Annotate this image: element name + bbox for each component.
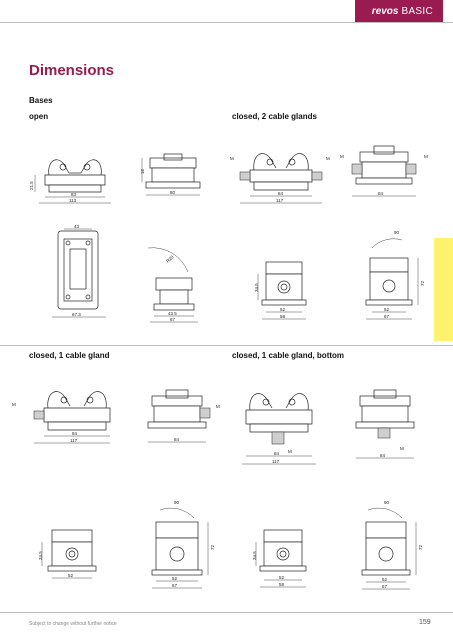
drawing-closed2-end: 34.5 52 58 (254, 261, 307, 320)
page-number: 159 (419, 619, 431, 626)
dim-52-b: 52 (279, 575, 285, 580)
dim-67-r: 67 (384, 314, 390, 319)
brand-series: BASIC (401, 5, 433, 17)
drawing-closed1-front: M 84 (147, 389, 220, 443)
dim-57-c1: 52 (172, 576, 178, 581)
dim-21-5: 21.5 (29, 181, 34, 190)
drawing-open-radius: R20 43.5 67 (147, 247, 198, 323)
drawing-closed2-radius: 90 72 52 67 (365, 230, 425, 320)
drawing-closed1-side: M 84 117 (12, 391, 111, 444)
dim-m-front-r: M (424, 154, 428, 159)
dim-84-bottom: 84 (274, 451, 280, 456)
dim-m-left: M (230, 156, 234, 161)
dim-72-b: 72 (418, 544, 423, 550)
label-closed-1-gland-bottom: closed, 1 cable gland, bottom (232, 351, 345, 360)
dim-r20: R20 (165, 254, 175, 263)
dim-58-b: 58 (279, 582, 285, 587)
dim-52: 52 (280, 307, 286, 312)
dim-m-right: M (326, 156, 330, 161)
dim-84-c1f: 84 (174, 437, 180, 442)
dim-52-br: 52 (382, 577, 388, 582)
dim-34-5: 34.5 (254, 283, 259, 292)
dim-117-bottom: 117 (272, 459, 280, 464)
page-title: Dimensions (29, 62, 115, 79)
dim-67-br: 67 (382, 584, 388, 589)
dim-90: 90 (394, 230, 400, 235)
drawing-closed2-side: M M 84 117 (230, 153, 330, 204)
dim-m-bottom: M (288, 449, 292, 454)
label-closed-1-gland: closed, 1 cable gland (29, 351, 110, 360)
dim-84-bottom-f: 84 (380, 453, 386, 458)
label-open: open (29, 112, 49, 121)
dim-16: 16 (140, 168, 145, 174)
dim-43: 43 (74, 225, 80, 229)
section-rule (0, 345, 453, 346)
dim-72: 72 (420, 280, 425, 286)
dim-m-c1f: M (216, 404, 220, 409)
section-tab-marker (434, 238, 453, 341)
drawing-closed1-radius: 90 72 52 67 (151, 500, 215, 589)
dim-34-5-c1: 34.5 (38, 551, 43, 560)
dim-90-c1: 90 (174, 500, 180, 505)
drawing-bottom-radius: 90 72 52 67 (361, 500, 423, 590)
drawing-bottom-front: M 84 (355, 389, 415, 459)
dim-83: 83 (71, 192, 77, 197)
dim-84: 84 (278, 191, 284, 196)
dim-34-5-b: 34.5 (252, 551, 257, 560)
dim-m-bottom-f: M (400, 446, 404, 451)
brand-name: revos (371, 5, 399, 17)
drawing-bottom-end: 34.5 52 58 (252, 529, 307, 588)
dim-m-c1: M (12, 402, 16, 407)
label-closed-2-glands: closed, 2 cable glands (232, 112, 317, 121)
dim-67-c1: 67 (172, 583, 178, 588)
drawing-open-side: 21.5 83 113 (29, 159, 111, 204)
drawing-open-top: 43 67.3 (52, 225, 106, 318)
dim-43-5: 43.5 (168, 311, 177, 316)
drawing-closed1-end: 34.5 52 (38, 529, 97, 579)
dim-72-c1: 72 (210, 544, 215, 550)
dim-67-3: 67.3 (72, 312, 81, 317)
brand-badge: revos BASIC (355, 0, 443, 22)
dim-117: 117 (276, 198, 284, 203)
header-rule (0, 22, 453, 23)
section-heading: Bases (29, 96, 53, 105)
dim-80: 80 (170, 190, 176, 195)
dim-117-c1: 117 (70, 438, 78, 443)
drawing-open-front: 16 80 (140, 153, 201, 196)
drawing-closed2-front: M M 84 (340, 145, 428, 197)
drawing-bottom-side: M 84 117 (242, 393, 316, 465)
dim-84-front: 84 (378, 191, 384, 196)
footer-note: Subject to change without further notice (29, 621, 117, 627)
dim-90-b: 90 (384, 500, 390, 505)
dim-113: 113 (69, 198, 77, 203)
dim-58: 58 (280, 314, 286, 319)
dim-52-r: 52 (384, 307, 390, 312)
dim-m-front-l: M (340, 154, 344, 159)
footer-rule (0, 612, 453, 613)
dim-52-c1: 52 (68, 573, 74, 578)
dim-84-c1: 84 (72, 431, 78, 436)
dim-67: 67 (170, 317, 176, 322)
